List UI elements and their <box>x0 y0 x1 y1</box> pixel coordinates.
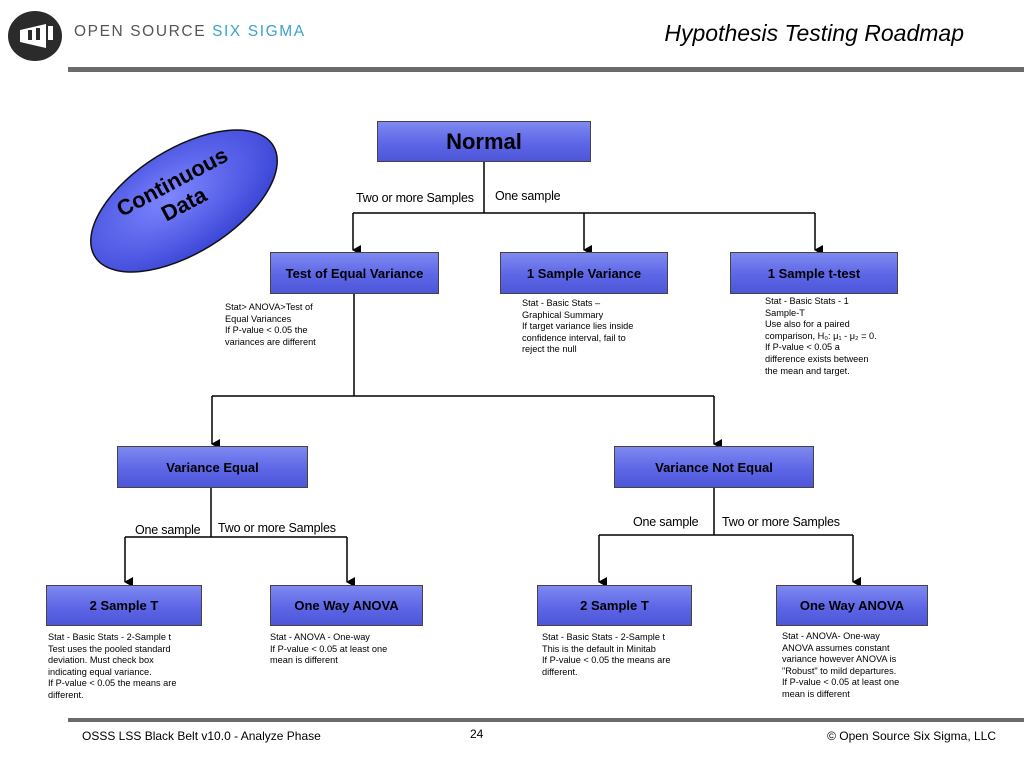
normal-box: Normal <box>377 121 591 162</box>
header-rule <box>68 67 1024 72</box>
footer-page-number: 24 <box>470 727 484 741</box>
branch-label-right-one-sample: One sample <box>633 515 699 529</box>
branch-label-right-two-or-more: Two or more Samples <box>722 515 840 529</box>
footer-rule <box>68 718 1024 722</box>
one-way-anova-left-box: One Way ANOVA <box>270 585 423 626</box>
variance-not-equal-box: Variance Not Equal <box>614 446 814 488</box>
continuous-data-ellipse <box>90 129 278 273</box>
footer-course-label: OSSS LSS Black Belt v10.0 - Analyze Phas… <box>82 729 321 743</box>
test-equal-variance-box: Test of Equal Variance <box>270 252 439 294</box>
two-sample-t-right-box: 2 Sample T <box>537 585 692 626</box>
logo-icon <box>8 11 62 61</box>
variance-equal-box: Variance Equal <box>117 446 308 488</box>
one-way-anova-right-box: One Way ANOVA <box>776 585 928 626</box>
branch-label-normal-two-or-more: Two or more Samples <box>356 191 474 205</box>
one-sample-ttest-box: 1 Sample t-test <box>730 252 898 294</box>
footer-copyright: © Open Source Six Sigma, LLC <box>827 729 996 743</box>
branch-label-normal-one-sample: One sample <box>495 189 561 203</box>
one-sample-variance-box: 1 Sample Variance <box>500 252 668 294</box>
branch-label-left-one-sample: One sample <box>135 523 201 537</box>
two-sample-t-left-box: 2 Sample T <box>46 585 202 626</box>
branch-label-left-two-or-more: Two or more Samples <box>218 521 336 535</box>
logo-wordmark: OPEN SOURCE SIX SIGMA <box>74 23 306 40</box>
slide-title: Hypothesis Testing Roadmap <box>664 20 964 46</box>
